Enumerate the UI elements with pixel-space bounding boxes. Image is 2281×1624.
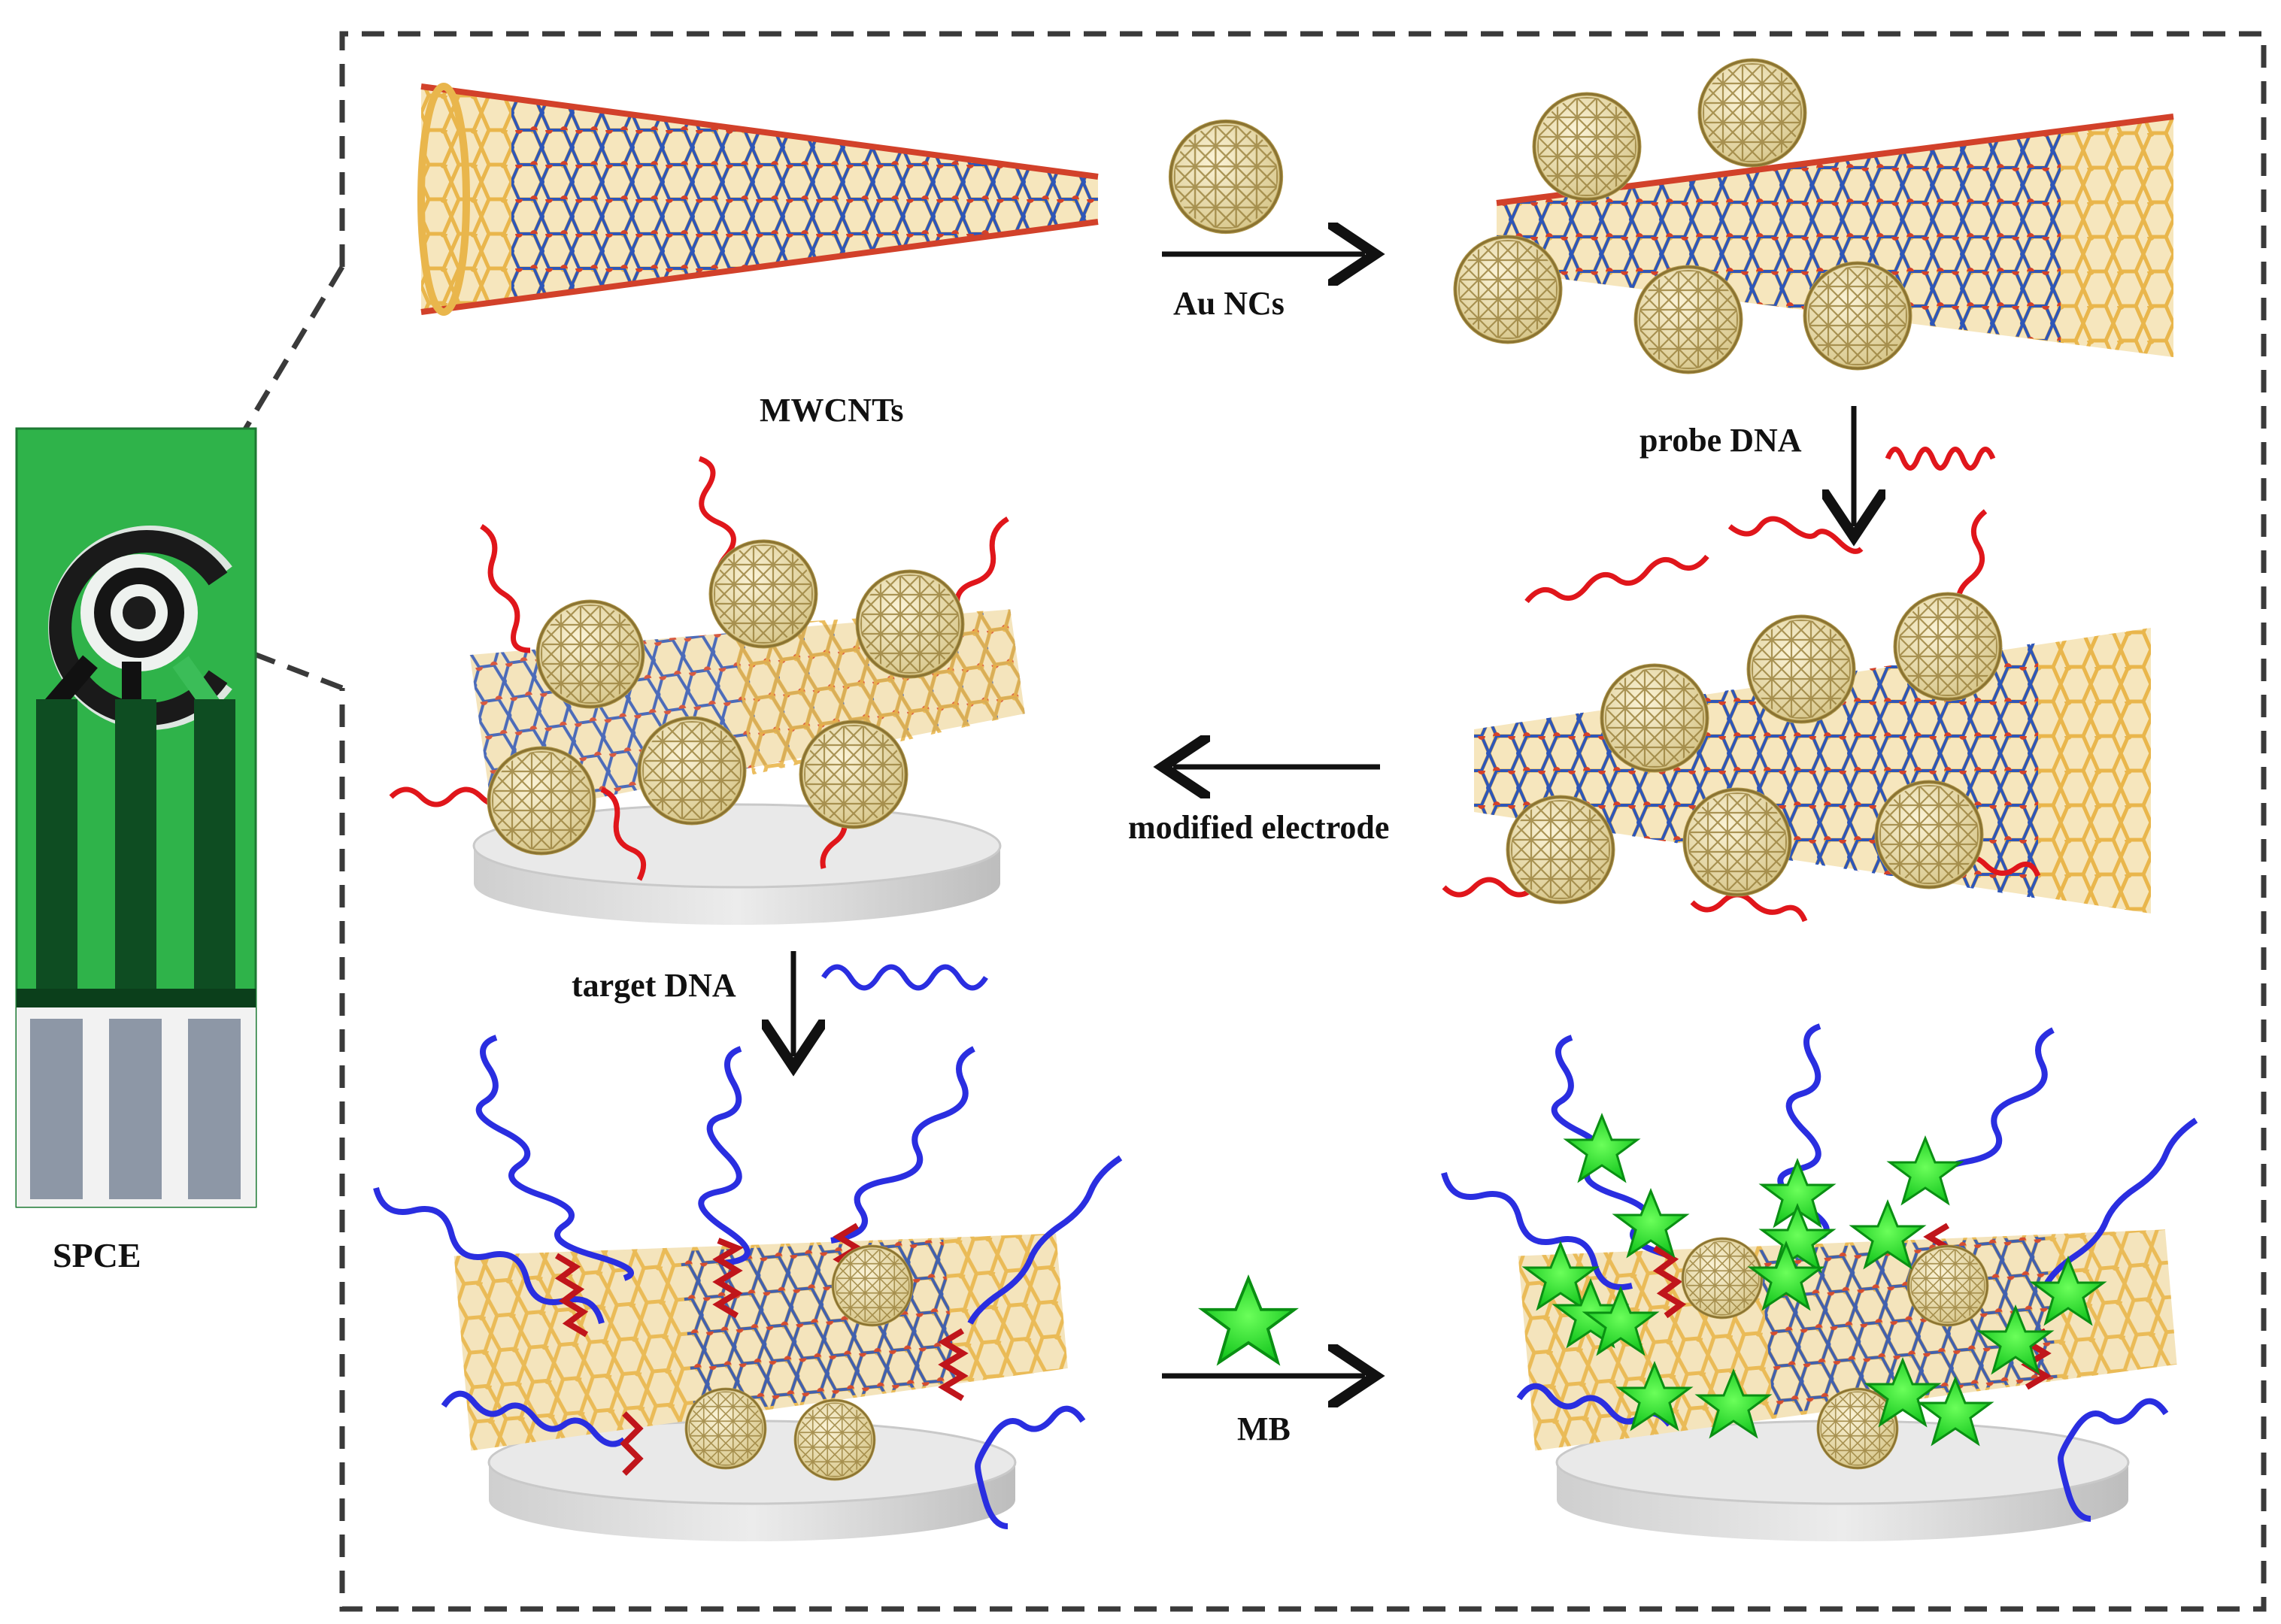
spce-conductive-track — [17, 699, 256, 1007]
probe-dna-strand-icon — [1652, 1245, 1687, 1319]
label-modified-electrode: modified electrode — [1128, 809, 1389, 846]
probe-dna-strand-icon — [620, 1411, 644, 1476]
target-dna-strand-icon — [830, 1046, 975, 1244]
label-au-ncs: Au NCs — [1173, 285, 1285, 322]
au-nanocluster-icon — [1455, 237, 1561, 342]
mwcnt-tube-icon — [417, 83, 1099, 316]
spce-contact-pad — [30, 1019, 241, 1199]
label-mwcnts: MWCNTs — [760, 392, 904, 429]
au-nanocluster-icon — [1700, 60, 1805, 165]
au-nanocluster-icon — [1508, 797, 1613, 902]
modified-electrode-assembly — [389, 456, 1025, 925]
au-nanocluster-icon — [831, 1244, 914, 1327]
label-probe-dna: probe DNA — [1639, 422, 1802, 459]
au-nanocluster-icon — [489, 748, 594, 853]
mb-star-icon — [1200, 1277, 1297, 1364]
au-nanocluster-icon — [1895, 594, 2000, 699]
au-nanocluster-icon — [1681, 1237, 1764, 1320]
au-nanocluster-icon — [801, 722, 906, 827]
au-nanocluster-icon — [538, 601, 643, 707]
au-nanocluster-icon — [1171, 122, 1282, 232]
target-dna-strand-icon — [821, 964, 988, 991]
au-nanocluster-icon — [1534, 94, 1639, 199]
probe-dna-strand-icon — [554, 1253, 589, 1338]
au-nanocluster-icon — [711, 541, 816, 647]
au-nanocluster-icon — [1685, 789, 1790, 895]
mb-labeled-assembly — [1441, 1023, 2198, 1541]
spce-electrode — [15, 427, 257, 1208]
hybridized-electrode-assembly — [373, 1035, 1123, 1541]
target-dna-strand-icon — [2043, 1117, 2198, 1287]
au-nanocluster-icon — [1749, 617, 1854, 722]
au-nanocluster-icon — [1602, 665, 1707, 771]
au-nanocluster-icon — [1816, 1387, 1899, 1470]
label-target-dna: target DNA — [572, 967, 736, 1004]
au-nanocluster-icon — [1805, 263, 1910, 368]
target-dna-strand-icon — [967, 1155, 1123, 1325]
target-dna-strand-icon — [475, 1035, 634, 1281]
target-dna-strand-icon — [698, 1046, 751, 1266]
probe-dna-strand-icon — [1690, 892, 1808, 923]
dashed-frame — [339, 31, 2267, 1612]
au-nanocluster-icon — [857, 571, 963, 677]
probe-dna-strand-icon — [1524, 554, 1709, 604]
spce-working-electrode-icon — [48, 526, 232, 730]
au-nanocluster-icon — [639, 718, 745, 823]
mb-star-icon — [1888, 1137, 1962, 1204]
target-dna-strand-icon — [441, 1390, 626, 1447]
mb-star-icon — [1565, 1114, 1639, 1182]
target-dna-strand-icon — [974, 1405, 1086, 1529]
probe-dna-composite — [1442, 509, 2151, 923]
probe-dna-strand-icon — [1885, 447, 1996, 471]
label-mb: MB — [1237, 1410, 1291, 1447]
label-spce: SPCE — [53, 1236, 141, 1274]
au-nanocluster-icon — [793, 1398, 876, 1481]
probe-dna-strand-icon — [480, 523, 531, 653]
mwcnt-aunc-composite — [1455, 60, 2174, 372]
au-nanocluster-icon — [1636, 267, 1741, 372]
au-nanocluster-icon — [684, 1387, 767, 1470]
probe-dna-strand-icon — [712, 1238, 744, 1319]
au-nanocluster-icon — [1906, 1244, 1989, 1327]
probe-dna-strand-icon — [1727, 516, 1864, 554]
target-dna-strand-icon — [2057, 1398, 2169, 1522]
au-nanocluster-icon — [1876, 782, 1982, 887]
probe-dna-strand-icon — [938, 1328, 969, 1401]
probe-dna-strand-icon — [600, 786, 647, 881]
